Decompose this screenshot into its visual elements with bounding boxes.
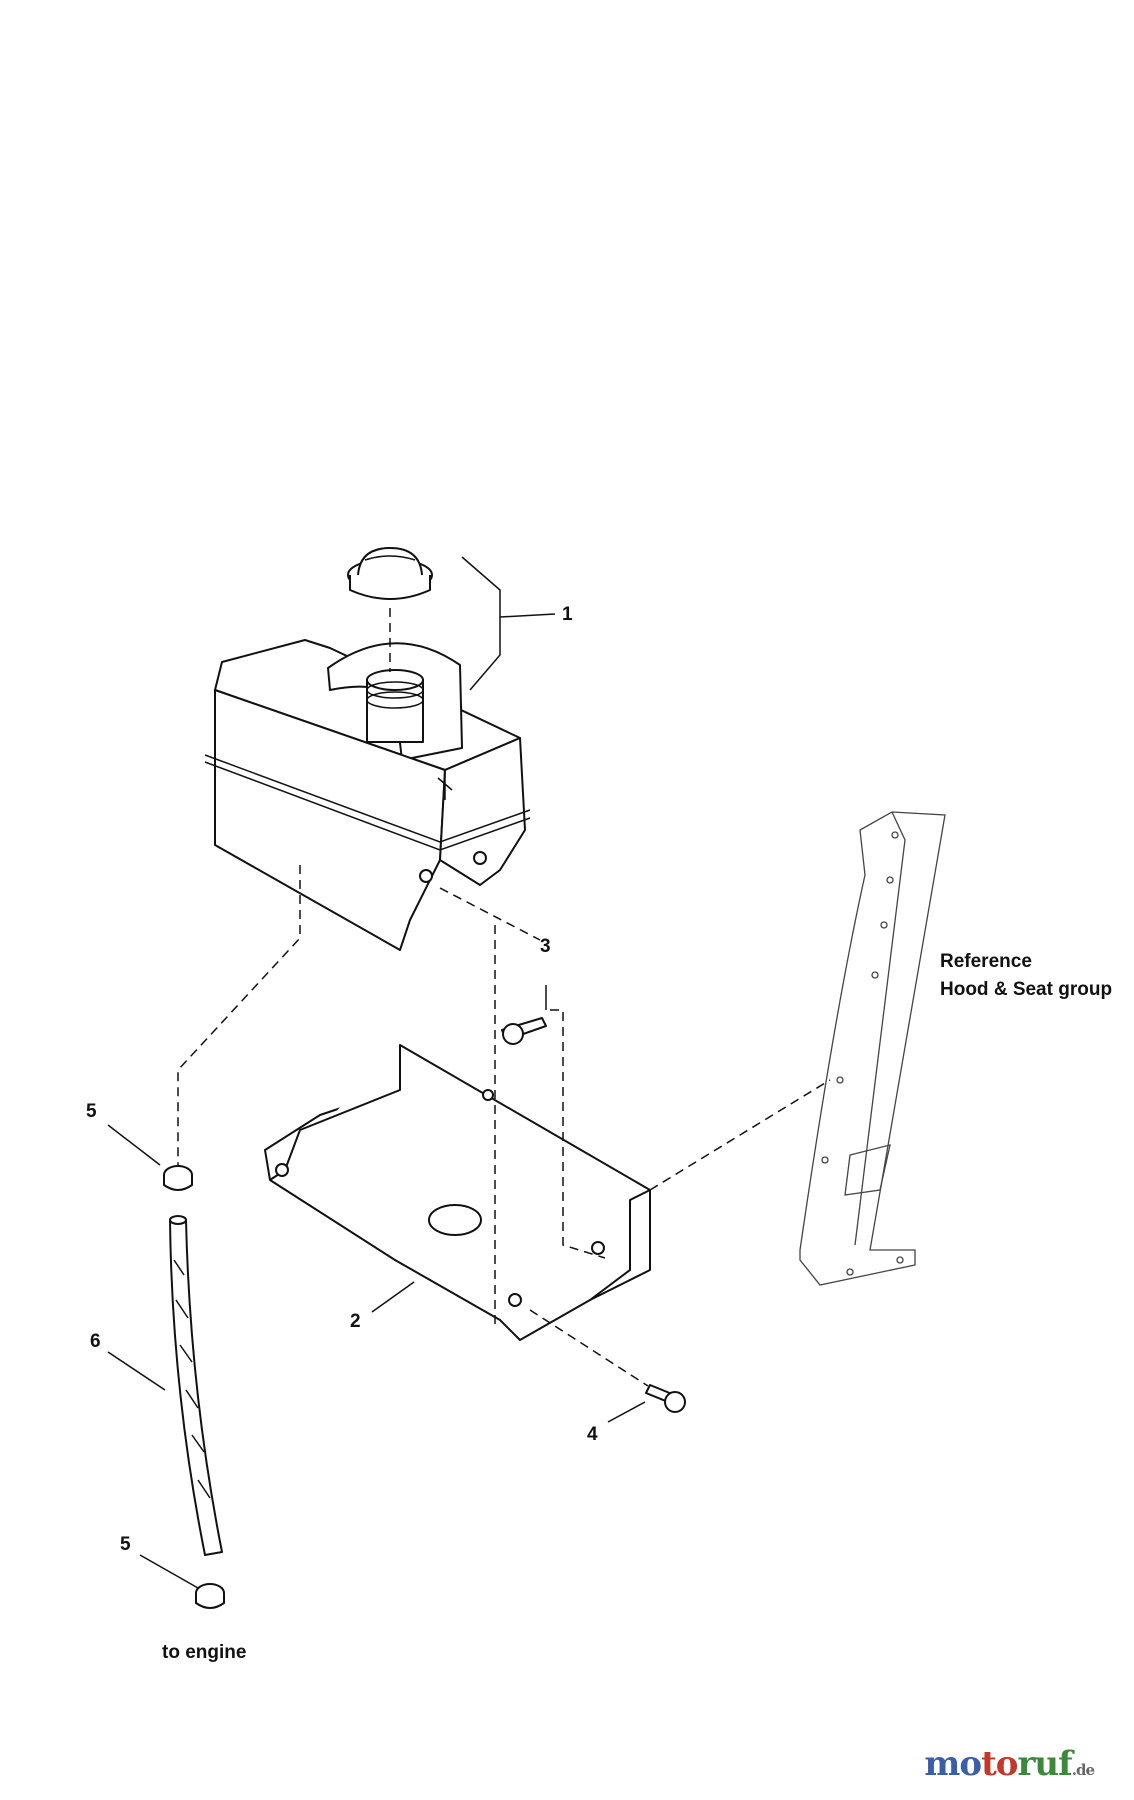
reference-note-line1: Reference [940, 951, 1032, 972]
callout-6: 6 [90, 1331, 101, 1352]
reference-hood-seat-bracket [799, 811, 946, 1286]
fuel-cap [347, 547, 433, 600]
watermark-tld: .de [1071, 1761, 1095, 1779]
assembly-lines [177, 608, 831, 1387]
tank-bracket [264, 1044, 651, 1341]
callout-5-lower: 5 [120, 1534, 131, 1555]
callout-5-upper: 5 [86, 1101, 97, 1122]
hose-clamp-lower [195, 1583, 225, 1609]
fuel-tank [204, 639, 531, 951]
watermark-part3: ruf [1017, 1744, 1072, 1784]
fuel-line [169, 1215, 223, 1556]
callout-1: 1 [562, 604, 573, 625]
hose-clamp-upper [163, 1165, 193, 1191]
watermark-part1: mo [924, 1744, 982, 1784]
callout-2: 2 [350, 1311, 361, 1332]
watermark-part2: to [981, 1744, 1018, 1784]
screw-4 [645, 1384, 686, 1413]
motoruf-watermark: motoruf.de [924, 1744, 1095, 1784]
leader-lines [107, 556, 646, 1589]
to-engine-note: to engine [162, 1642, 246, 1663]
reference-note-line2: Hood & Seat group [940, 979, 1112, 1000]
screw-3 [501, 1017, 547, 1045]
callout-4: 4 [587, 1424, 598, 1445]
callout-3: 3 [540, 936, 551, 957]
